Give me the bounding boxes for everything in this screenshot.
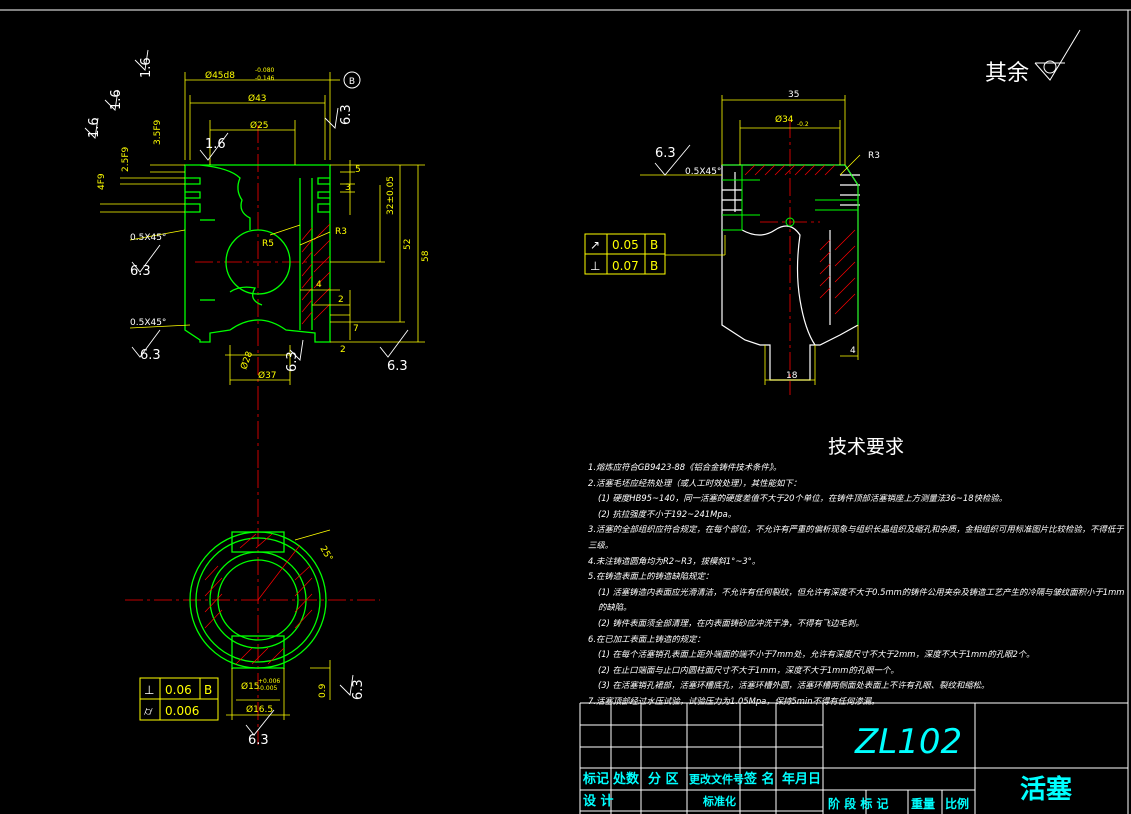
- dim-d4-right: 4: [850, 346, 856, 356]
- dim-d34-tol: -0.2: [797, 121, 809, 128]
- tol-sym-1: ↗: [590, 238, 600, 252]
- dim-g25: 2.5F9: [121, 147, 131, 172]
- drawing-border: [0, 9, 1131, 814]
- tb-hdr-3: 更改文件号: [689, 772, 744, 786]
- dim-h52: 52: [403, 239, 413, 250]
- rough-bottom-2: 6.3: [351, 679, 366, 700]
- dim-d35: 35: [788, 90, 799, 100]
- dim-v4: 4: [316, 280, 322, 290]
- dim-d165: Ø16.5: [246, 704, 273, 715]
- tech-line: (2) 在止口端面与止口内圆柱面尺寸不大于1mm，深度不大于1mm的孔眼一个。: [598, 664, 899, 675]
- dim-d18: 18: [786, 371, 798, 381]
- rough-4: 1.6: [205, 137, 226, 152]
- piston-section-view: [84, 49, 425, 470]
- datum-B: B: [349, 77, 355, 87]
- rough-bottom-1: 6.3: [248, 733, 269, 748]
- rough-6: 6.3: [140, 348, 161, 363]
- tech-line: (3) 在活塞销孔裙部，活塞环槽底孔，活塞环槽外圆，活塞环槽两侧面处表面上不许有…: [598, 680, 990, 691]
- tolerance-frame-right: ↗ 0.05 B ⊥ 0.07 B: [584, 233, 666, 275]
- tolerance-frame-bottom: ⊥ 0.06 B ⌭ 0.006: [139, 677, 219, 721]
- tol-val-1: 0.05: [612, 238, 639, 252]
- tol-b-val-1: 0.06: [165, 683, 192, 697]
- tech-requirements: 1.熔炼应符合GB9423-88《铝合金铸件技术条件》。 2.活塞毛坯应经热处理…: [588, 460, 1128, 710]
- tech-title: 技术要求: [828, 436, 905, 458]
- tol-val-2: 0.07: [612, 259, 639, 273]
- dim-d25: Ø25: [250, 120, 269, 131]
- dim-right-bottom: 0.9: [318, 683, 328, 698]
- tech-line: 2.活塞毛坯应经热处理（或人工时效处理），其性能如下：: [588, 477, 802, 488]
- dim-R5: R5: [262, 239, 274, 249]
- tech-line: 1.熔炼应符合GB9423-88《铝合金铸件技术条件》。: [588, 462, 782, 472]
- tb-hdr-2: 分 区: [648, 771, 679, 787]
- tech-line: (1) 硬度HB95~140，同一活塞的硬度差值不大于20个单位，在铸件顶部活塞…: [598, 493, 1008, 504]
- rough-7: 6.3: [387, 359, 408, 374]
- tech-line: 7.活塞顶部经过水压试验，试验压力为1.05Mpa，保持5min不得有任何渗漏。: [588, 695, 880, 706]
- tech-line: 6.在已加工表面上铸造的规定：: [588, 633, 705, 644]
- dim-angle: 25°: [317, 545, 334, 564]
- tb-row2-3: 标准化: [702, 794, 736, 808]
- tech-line: (2) 抗拉强度不小于192~241Mpa。: [598, 508, 737, 519]
- dim-v3: 3: [345, 183, 351, 193]
- rough-8: 6.3: [339, 104, 354, 125]
- dim-d15-up: +0.006: [258, 678, 280, 685]
- tech-line: 3.活塞的全部组织应符合规定，在每个部位，不允许有严重的偏析现象与组织长晶组织及…: [588, 524, 1124, 550]
- dim-v2a: 2: [338, 295, 344, 305]
- dim-chamfer-right: 0.5X45°: [685, 167, 721, 177]
- dim-d34: Ø34: [775, 114, 794, 125]
- tech-line: (2) 铸件表面须全部清理，在内表面铸砂应冲洗干净，不得有飞边毛刺。: [598, 617, 864, 628]
- rough-rest-label: 其余: [985, 61, 1029, 86]
- dim-R3: R3: [335, 227, 347, 237]
- rough-5: 6.3: [130, 264, 151, 279]
- dim-v5: 5: [355, 165, 361, 175]
- dim-v2b: 2: [340, 345, 346, 355]
- rough-9: 6.3: [285, 351, 300, 372]
- dim-d15: Ø15: [241, 681, 260, 692]
- tb-hdr-5: 年月日: [782, 771, 821, 787]
- tol-b-sym-2: ⌭: [144, 704, 153, 718]
- tol-b-sym-1: ⊥: [144, 683, 154, 697]
- rough-1: 1.6: [139, 57, 154, 78]
- tol-sym-2: ⊥: [590, 259, 600, 273]
- tb-hdr-4: 签 名: [743, 771, 775, 787]
- dim-v7: 7: [353, 324, 359, 334]
- dim-d45: Ø45d8: [205, 70, 235, 81]
- dim-R3-right: R3: [868, 151, 880, 161]
- dim-d43: Ø43: [248, 93, 267, 104]
- tb-right-2: 比例: [945, 796, 969, 811]
- dim-d15-low: -0.005: [258, 685, 278, 692]
- dim-h58: 58: [421, 250, 431, 262]
- dim-d45-tol-low: -0.146: [255, 75, 275, 82]
- tol-b-ref-1: B: [204, 683, 212, 697]
- dim-chamfer1: 0.5X45°: [130, 233, 166, 243]
- dim-chamfer2: 0.5X45°: [130, 318, 166, 328]
- dim-d28: Ø28: [238, 350, 255, 371]
- dim-g35: 3.5F9: [153, 120, 163, 145]
- tech-line: 4.未注铸造圆角均为R2~R3，拔模斜1°~3°。: [588, 555, 761, 566]
- piston-bottom-view: [125, 470, 380, 745]
- tol-ref-2: B: [650, 259, 658, 273]
- tb-row2-0: 设 计: [583, 793, 614, 809]
- rough-3: 1.6: [87, 117, 102, 138]
- dim-d37: Ø37: [258, 370, 277, 381]
- tech-line: (1) 在每个活塞销孔表面上距外端面的端不小于7mm处，允许有深度尺寸不大于2m…: [598, 649, 1035, 660]
- tol-b-val-2: 0.006: [165, 704, 199, 718]
- part-code: ZL102: [854, 722, 962, 762]
- title-block: [579, 702, 1128, 814]
- tb-right-1: 重量: [911, 796, 935, 811]
- dim-g4: 4F9: [97, 173, 107, 190]
- rough-right: 6.3: [655, 146, 676, 161]
- part-name: 活塞: [1020, 774, 1072, 805]
- dim-d45-tol-up: -0.080: [255, 67, 275, 74]
- piston-half-section-view: [640, 29, 1081, 395]
- tol-ref-1: B: [650, 238, 658, 252]
- tech-line: 5.在铸造表面上的铸造缺陷规定：: [588, 571, 714, 582]
- tb-right-0: 阶 段 标 记: [828, 796, 889, 811]
- dim-h32: 32±0.05: [386, 176, 396, 215]
- tb-hdr-0: 标记: [582, 771, 609, 787]
- tb-hdr-1: 处数: [612, 771, 640, 787]
- rough-2: 1.6: [109, 89, 124, 110]
- tech-line: (1) 活塞铸造内表面应光滑清洁，不允许有任何裂纹，但允许有深度不大于0.5mm…: [598, 586, 1125, 613]
